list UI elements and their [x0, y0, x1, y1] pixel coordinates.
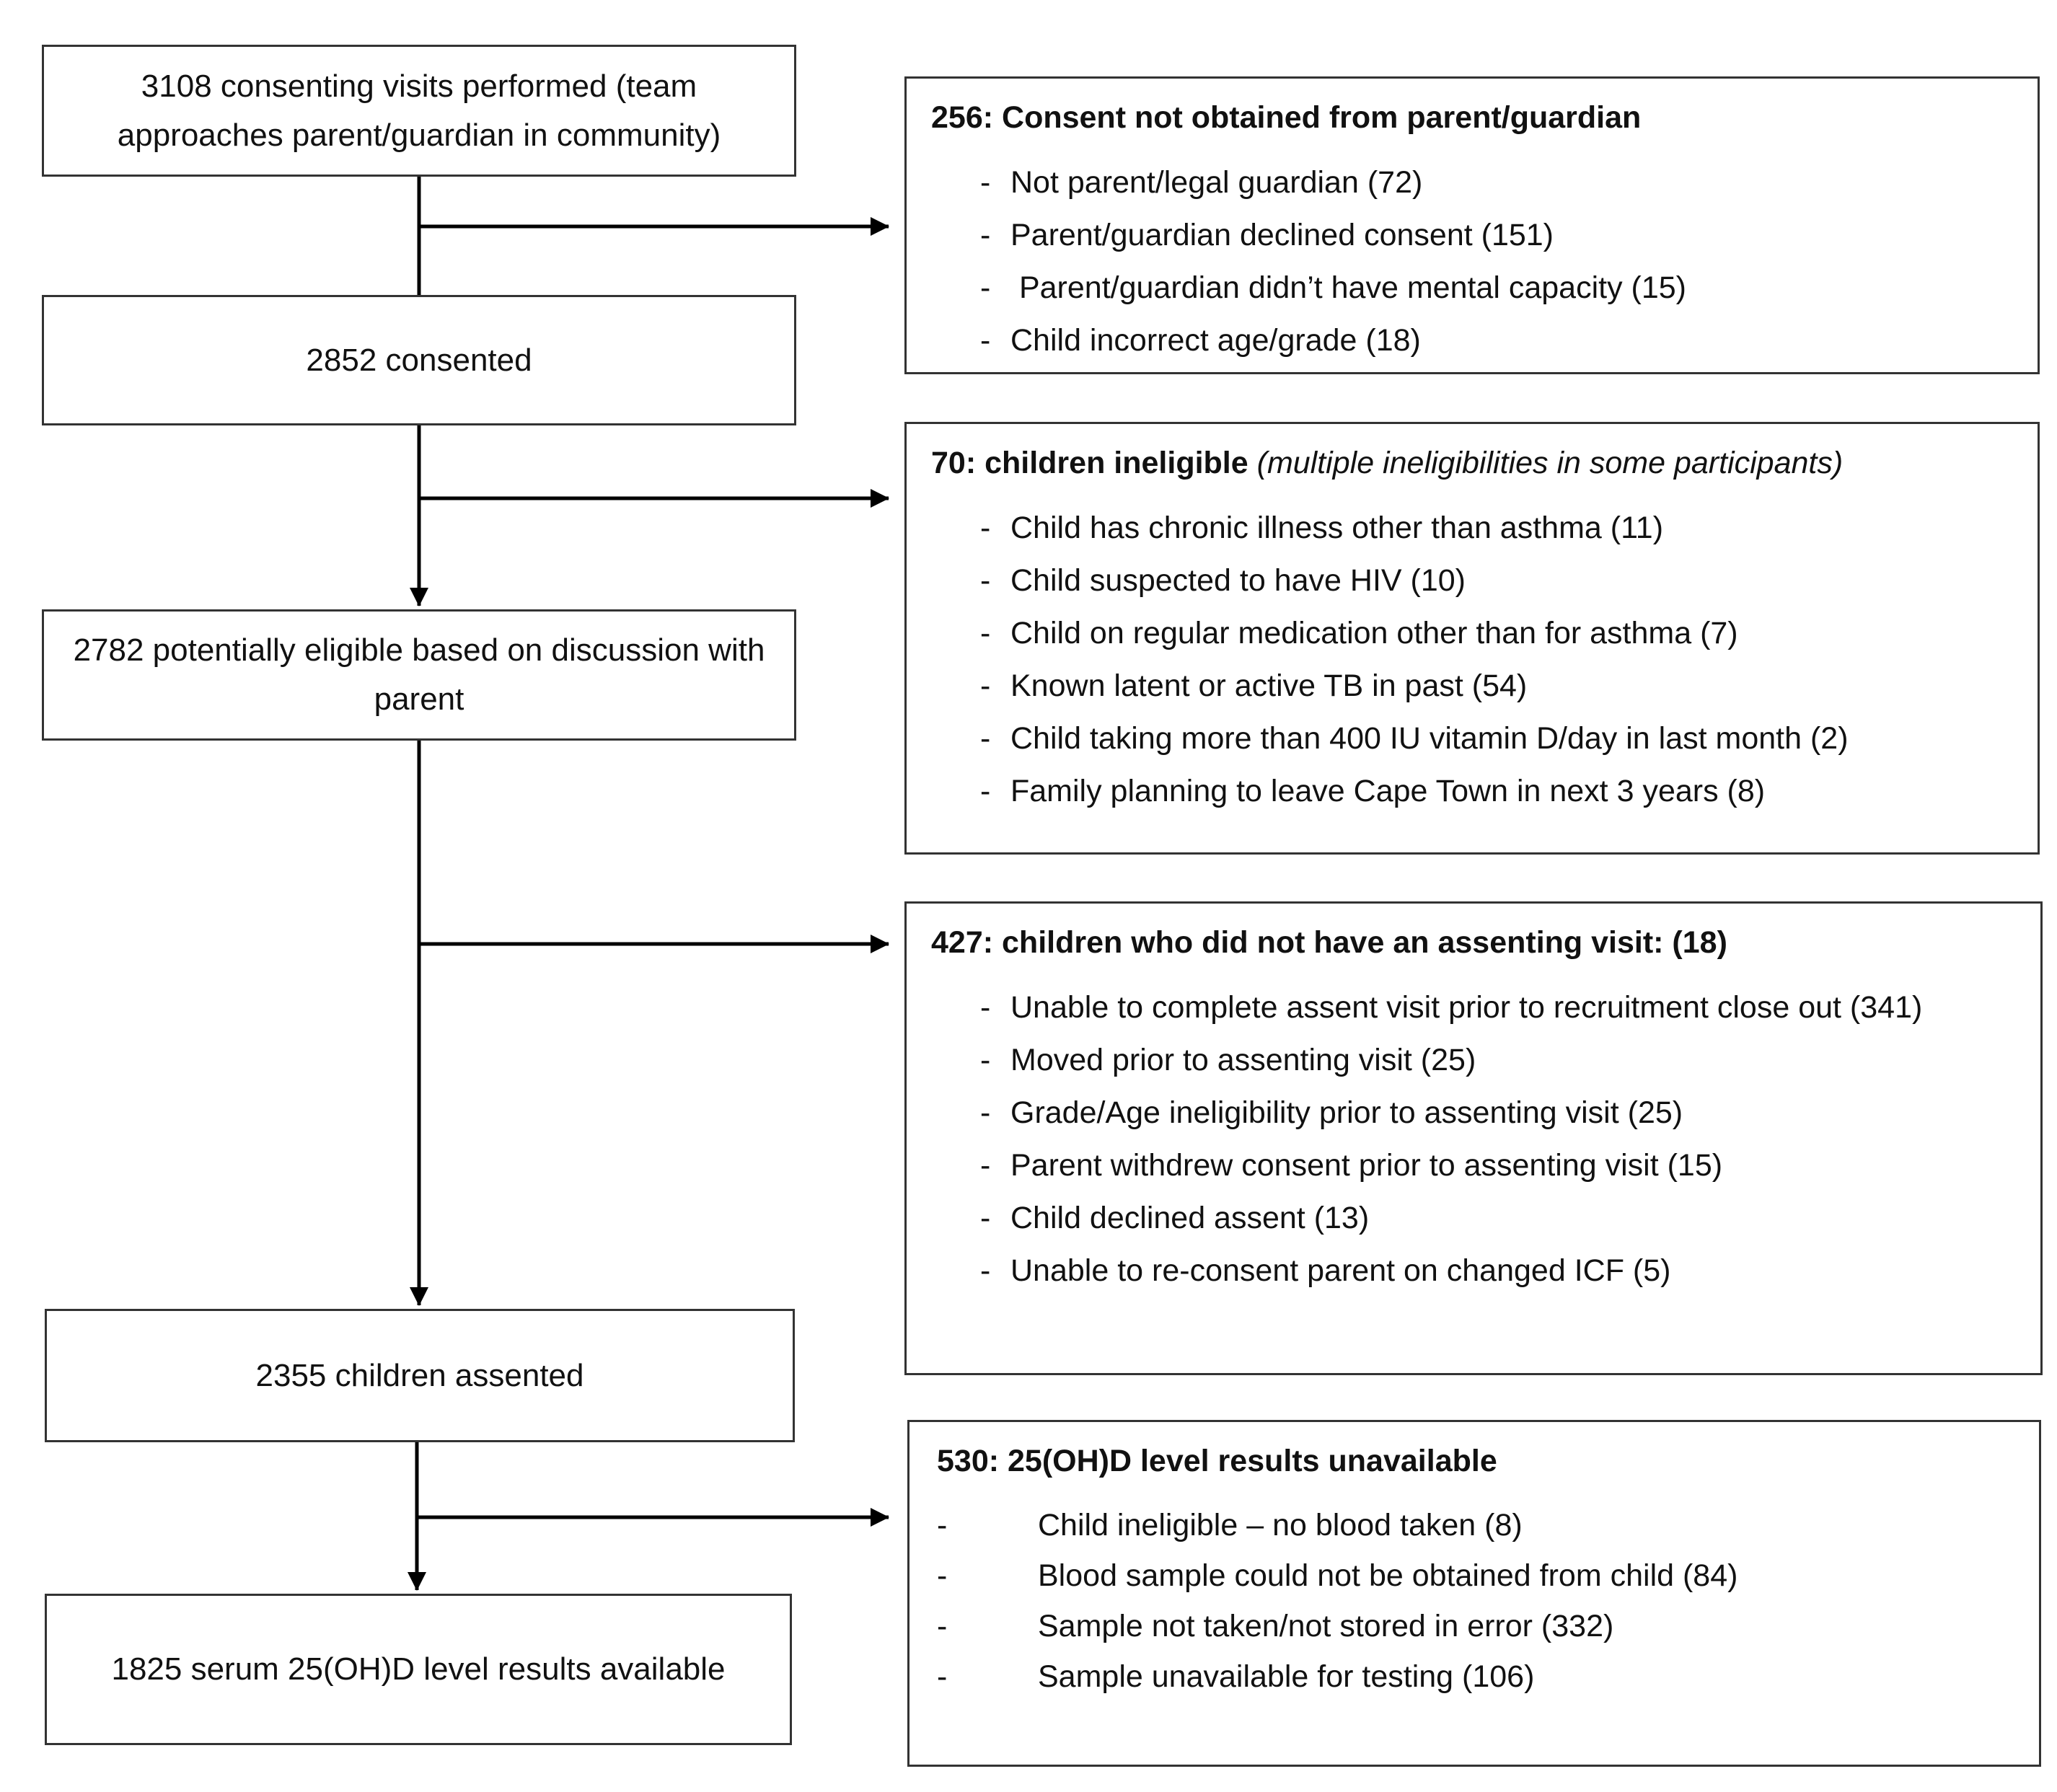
flow-box-consented: 2852 consented [42, 295, 796, 425]
exclusion-item: -Grade/Age ineligibility prior to assent… [931, 1087, 2040, 1139]
exclusion-item: -Unable to re-consent parent on changed … [931, 1245, 2040, 1297]
exclusion-item: -Moved prior to assenting visit (25) [931, 1034, 2040, 1087]
flow-text: 1825 serum 25(OH)D level results availab… [111, 1651, 726, 1687]
exclusion-item: -Child has chronic illness other than as… [931, 502, 2038, 555]
heading-text: 530: 25(OH)D level results unavailable [937, 1444, 1497, 1478]
flow-text: 2782 potentially eligible based on discu… [73, 632, 765, 717]
item-text: Child ineligible – no blood taken (8) [1038, 1508, 1523, 1542]
item-text: Moved prior to assenting visit (25) [1010, 1043, 1476, 1077]
item-text: Child incorrect age/grade (18) [1010, 323, 1421, 358]
bullet-dash: - [980, 270, 991, 305]
bullet-dash: - [980, 1095, 991, 1130]
exclusion-item: - Parent/guardian didn’t have mental cap… [931, 262, 2038, 314]
exclusion-item: - Sample unavailable for testing (106) [937, 1651, 2039, 1702]
exclusion-item: - Blood sample could not be obtained from… [937, 1550, 2039, 1601]
item-text: Blood sample could not be obtained from … [1038, 1558, 1738, 1593]
flow-text: 2852 consented [306, 342, 532, 378]
bullet-dash: - [937, 1558, 948, 1593]
bullet-dash: - [980, 511, 991, 545]
item-text: Child has chronic illness other than ast… [1010, 511, 1664, 545]
item-text: Grade/Age ineligibility prior to assenti… [1010, 1095, 1683, 1130]
exclusion-item: -Child suspected to have HIV (10) [931, 555, 2038, 607]
item-text: Sample not taken/not stored in error (33… [1038, 1609, 1614, 1643]
bullet-dash: - [980, 1043, 991, 1077]
exclusion-item: - Child ineligible – no blood taken (8) [937, 1500, 2039, 1550]
bullet-dash: - [980, 990, 991, 1025]
bullet-dash: - [980, 668, 991, 703]
exclusion-item: -Parent/guardian declined consent (151) [931, 209, 2038, 262]
exclusion-box-results-unavailable: 530: 25(OH)D level results unavailable - C… [907, 1420, 2041, 1767]
item-text: Child on regular medication other than f… [1010, 616, 1738, 650]
item-text: Unable to re-consent parent on changed I… [1010, 1253, 1671, 1288]
exclusion-box-no-assent: 427: children who did not have an assent… [904, 901, 2043, 1375]
item-text: Parent/guardian didn’t have mental capac… [1010, 270, 1686, 305]
flow-text: 3108 consenting visits performed (team a… [117, 68, 721, 153]
heading-text: 427: children who did not have an assent… [931, 925, 1727, 960]
heading-note: (multiple ineligibilities in some partic… [1256, 446, 1844, 480]
bullet-dash: - [937, 1659, 948, 1694]
exclusion-item: -Unable to complete assent visit prior t… [931, 981, 2040, 1034]
bullet-dash: - [980, 721, 991, 756]
item-text: Family planning to leave Cape Town in ne… [1010, 774, 1766, 808]
exclusion-item: -Child declined assent (13) [931, 1192, 2040, 1245]
bullet-dash: - [980, 563, 991, 598]
bullet-dash: - [980, 323, 991, 358]
exclusion-item: -Family planning to leave Cape Town in n… [931, 765, 2038, 818]
exclusion-item: -Child on regular medication other than … [931, 607, 2038, 660]
item-text: Child suspected to have HIV (10) [1010, 563, 1466, 598]
flow-box-eligible: 2782 potentially eligible based on discu… [42, 609, 796, 741]
heading-text: 70: children ineligible [931, 446, 1248, 480]
flow-box-assented: 2355 children assented [45, 1309, 795, 1442]
exclusion-heading: 427: children who did not have an assent… [931, 918, 2040, 967]
item-text: Parent/guardian declined consent (151) [1010, 218, 1554, 252]
item-text: Child declined assent (13) [1010, 1201, 1370, 1235]
item-text: Sample unavailable for testing (106) [1038, 1659, 1535, 1694]
bullet-dash: - [980, 616, 991, 650]
bullet-dash: - [937, 1609, 948, 1643]
bullet-dash: - [980, 1253, 991, 1288]
exclusion-item: -Child incorrect age/grade (18) [931, 314, 2038, 367]
bullet-dash: - [980, 1201, 991, 1235]
exclusion-heading: 256: Consent not obtained from parent/gu… [931, 93, 2038, 142]
item-text: Known latent or active TB in past (54) [1010, 668, 1528, 703]
exclusion-item: -Not parent/legal guardian (72) [931, 156, 2038, 209]
item-text: Parent withdrew consent prior to assenti… [1010, 1148, 1723, 1183]
exclusion-item: -Known latent or active TB in past (54) [931, 660, 2038, 712]
exclusion-heading: 70: children ineligible (multiple inelig… [931, 438, 2038, 487]
exclusion-item: - Sample not taken/not stored in error (3… [937, 1601, 2039, 1651]
item-text: Not parent/legal guardian (72) [1010, 165, 1423, 200]
exclusion-heading: 530: 25(OH)D level results unavailable [937, 1436, 2039, 1486]
exclusion-item: -Parent withdrew consent prior to assent… [931, 1139, 2040, 1192]
flow-box-visits: 3108 consenting visits performed (team a… [42, 45, 796, 177]
item-text: Unable to complete assent visit prior to… [1010, 990, 1923, 1025]
flow-text: 2355 children assented [255, 1357, 584, 1393]
bullet-dash: - [937, 1508, 948, 1542]
exclusion-item: -Child taking more than 400 IU vitamin D… [931, 712, 2038, 765]
heading-text: 256: Consent not obtained from parent/gu… [931, 100, 1642, 135]
bullet-dash: - [980, 1148, 991, 1183]
exclusion-box-ineligible: 70: children ineligible (multiple inelig… [904, 422, 2040, 855]
bullet-dash: - [980, 218, 991, 252]
bullet-dash: - [980, 165, 991, 200]
item-text: Child taking more than 400 IU vitamin D/… [1010, 721, 1849, 756]
bullet-dash: - [980, 774, 991, 808]
exclusion-box-consent: 256: Consent not obtained from parent/gu… [904, 76, 2040, 374]
flow-box-results: 1825 serum 25(OH)D level results availab… [45, 1594, 792, 1745]
